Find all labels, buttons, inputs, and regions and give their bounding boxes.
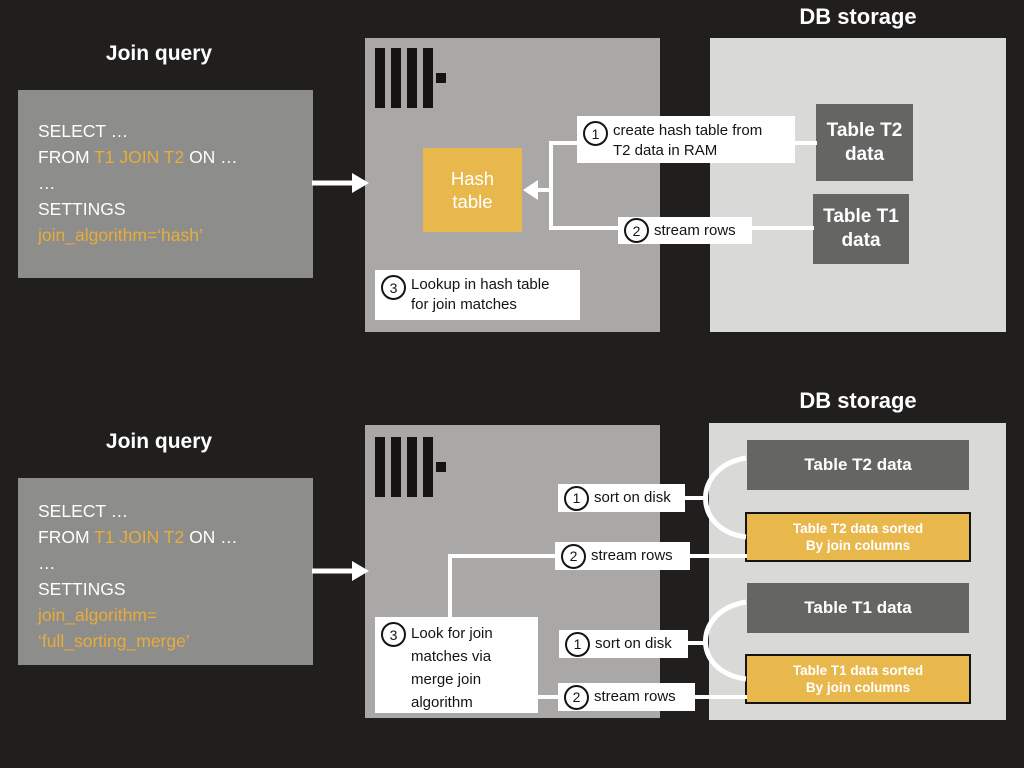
sorted-label: By join columns: [805, 538, 911, 553]
step1-create-hash-table-callout: 1 create hash table from T2 data in RAM: [577, 116, 795, 163]
table-t2-data-box-top: Table T2 data: [816, 104, 913, 181]
query-line: SELECT …: [38, 121, 129, 141]
callout-text: Lookup in hash table: [411, 276, 550, 293]
callout-text: Look for join: [411, 625, 493, 642]
step-number-badge: 1: [583, 121, 608, 146]
step-number-badge: 2: [561, 543, 586, 569]
step-number-badge: 2: [624, 218, 649, 243]
step1-sort-on-disk-callout-t2: 1 sort on disk: [558, 484, 685, 512]
table-t2-sorted-box: Table T2 data sorted By join columns: [745, 512, 971, 562]
query-line: SETTINGS: [38, 199, 126, 219]
table-t1-data-box-bottom: Table T1 data: [747, 583, 969, 633]
step-number-badge: 2: [564, 684, 589, 710]
table-t1-label: Table T1 data: [804, 598, 912, 617]
step2-stream-rows-callout-t2: 2 stream rows: [555, 542, 690, 570]
callout-text: algorithm: [411, 694, 473, 711]
step-number-badge: 3: [381, 622, 406, 647]
join-query-title-top: Join query: [105, 42, 213, 65]
callout-text: stream rows: [654, 221, 736, 239]
callout-text: create hash table from: [613, 122, 763, 139]
callout-text: sort on disk: [595, 635, 672, 652]
hash-table-box: Hash table: [423, 148, 522, 232]
sorted-label: By join columns: [805, 680, 911, 695]
callout-text: stream rows: [594, 688, 676, 705]
query-box-top: SELECT … FROM T1 JOIN T2 ON … … SETTINGS…: [18, 90, 313, 278]
sorted-label: Table T2 data sorted: [792, 521, 924, 536]
query-box-bottom: SELECT … FROM T1 JOIN T2 ON … … SETTINGS…: [18, 478, 313, 665]
query-line: join_algorithm=‘hash’: [38, 225, 203, 245]
sorted-label: Table T1 data sorted: [792, 663, 924, 678]
step2-stream-rows-callout-t1: 2 stream rows: [558, 683, 695, 711]
db-storage-title-bottom: DB storage: [799, 388, 917, 413]
table-t1-label: data: [841, 230, 881, 251]
step3-lookup-callout: 3 Lookup in hash table for join matches: [375, 270, 580, 320]
query-line: …: [38, 173, 56, 193]
table-t1-sorted-box: Table T1 data sorted By join columns: [745, 654, 971, 704]
step-number-badge: 1: [564, 485, 589, 511]
step-number-badge: 1: [565, 631, 590, 657]
join-query-title-bottom: Join query: [105, 430, 213, 453]
table-t2-label: Table T2 data: [804, 455, 912, 474]
callout-text: stream rows: [591, 547, 673, 564]
clickhouse-logo-icon: [375, 48, 447, 108]
query-line: …: [38, 553, 56, 573]
step2-stream-rows-callout: 2 stream rows: [618, 217, 752, 244]
hash-table-label: table: [452, 191, 493, 212]
callout-text: T2 data in RAM: [613, 142, 718, 159]
callout-text: sort on disk: [594, 489, 671, 506]
hash-join-diagram: Join query SELECT … FROM T1 JOIN T2 ON ……: [18, 4, 1006, 332]
query-line: ‘full_sorting_merge’: [38, 631, 190, 651]
merge-join-diagram: Join query SELECT … FROM T1 JOIN T2 ON ……: [0, 388, 1024, 768]
query-line: join_algorithm=: [38, 605, 158, 625]
step1-sort-on-disk-callout-t1: 1 sort on disk: [559, 630, 688, 658]
query-line: SETTINGS: [38, 579, 126, 599]
hash-table-label: Hash: [450, 168, 495, 189]
callout-text: for join matches: [411, 296, 517, 313]
query-line: SELECT …: [38, 501, 129, 521]
query-line: FROM T1 JOIN T2 ON …: [38, 527, 238, 547]
table-t1-data-box-top: Table T1 data: [813, 194, 909, 264]
table-t2-label: Table T2: [826, 119, 903, 141]
callout-text: matches via: [411, 648, 492, 665]
table-t1-label: Table T1: [823, 206, 899, 227]
clickhouse-logo-icon: [375, 437, 447, 497]
step-number-badge: 3: [381, 275, 406, 300]
table-t2-data-box-bottom: Table T2 data: [747, 440, 969, 490]
step3-merge-join-callout: 3 Look for join matches via merge join a…: [375, 617, 538, 713]
db-storage-title-top: DB storage: [799, 4, 917, 29]
callout-text: merge join: [411, 671, 482, 688]
db-storage-box-top: [710, 38, 1006, 332]
query-line: FROM T1 JOIN T2 ON …: [38, 147, 238, 167]
table-t2-label: data: [844, 143, 885, 165]
